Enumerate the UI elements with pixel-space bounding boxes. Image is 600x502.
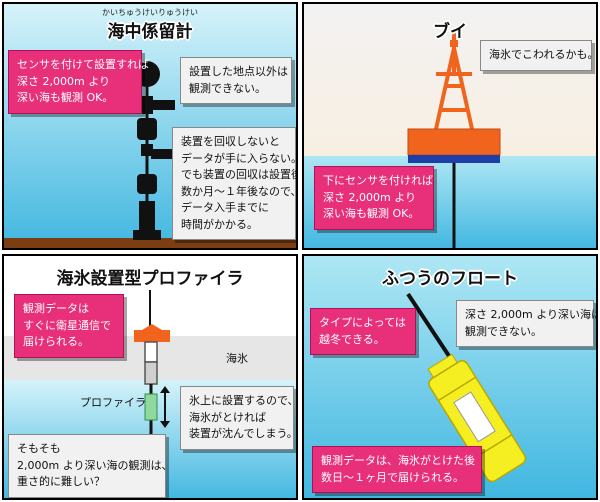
bubble-line: センサを付けて設置すれば xyxy=(17,58,149,71)
panel-float: ふつうのフロート タイプによっては 越冬できる。 深さ 2,000m より深い海… xyxy=(302,254,598,500)
bubble-line: 越冬できる。 xyxy=(319,332,385,346)
ice-housing xyxy=(144,361,158,385)
bubble-line: 観測データは、海氷がとけた後 xyxy=(321,454,475,467)
bubble-line: 重さ的に難しい？ xyxy=(17,475,105,488)
speech-bubble: 氷上に設置するので、 海氷がとければ 装置が沈んでしまう。 xyxy=(180,386,298,450)
bubble-line: でも装置の回収は設置後 xyxy=(181,168,298,181)
speech-bubble: 設置した地点以外は 観測できない。 xyxy=(180,57,292,104)
bubble-line: 数か月～１年後なので、 xyxy=(181,184,298,198)
bubble-line: データが手に入らない。 xyxy=(181,151,298,165)
bubble-line: 深さ 2,000m より深い海は xyxy=(465,308,598,321)
instrument-2 xyxy=(137,118,157,140)
panel-title: 海氷設置型プロファイラ xyxy=(56,269,244,289)
bubble-line: 届けられる。 xyxy=(23,335,89,348)
panel-mooring: かいちゅうけいりゅうけい 海中係留計 センサを付けて設置すれば 深さ 2,000… xyxy=(2,2,298,250)
speech-bubble: 装置を回収しないと データが手に入らない。 でも装置の回収は設置後 数か月～１年… xyxy=(172,127,296,240)
bubble-line: 観測データは xyxy=(23,302,89,315)
buoy-hull xyxy=(407,128,501,156)
mooring-illustration xyxy=(4,4,296,248)
bubble-line: 時間がかかる。 xyxy=(181,217,258,231)
bubble-line: 観測できない。 xyxy=(189,81,266,95)
panel-title: 海中係留計 xyxy=(107,22,193,42)
buoy-illustration xyxy=(304,4,596,248)
bubble-line: タイプによっては xyxy=(319,316,406,329)
antenna xyxy=(406,292,451,358)
bubble-line: すぐに衛星通信で xyxy=(23,318,111,332)
seabed xyxy=(4,238,296,248)
panel-buoy: ブイ 海氷でこわれるかも。 下にセンサを付ければ 深さ 2,000m より 深い… xyxy=(302,2,598,250)
bubble-line: そもそも xyxy=(17,442,61,455)
bubble-line: 装置を回収しないと xyxy=(181,135,280,148)
bubble-line: 深い海も観測 OK。 xyxy=(323,207,420,220)
profiler-label: プロファイラ xyxy=(80,396,146,409)
speech-bubble: 深さ 2,000m より深い海は 観測できない。 xyxy=(456,300,598,347)
sea-ice-label: 海氷 xyxy=(226,352,248,365)
bubble-line: 氷上に設置するので、 xyxy=(189,394,298,407)
surface-unit xyxy=(134,330,170,342)
bubble-line: 下にセンサを付ければ xyxy=(323,174,433,187)
speech-bubble: 観測データは すぐに衛星通信で 届けられる。 xyxy=(14,294,124,358)
profiler-unit xyxy=(144,393,158,421)
title-ruby: かいちゅうけいりゅうけい xyxy=(102,8,198,17)
bubble-line: 数日～１ヶ月で届けられる。 xyxy=(321,470,464,484)
speech-bubble: 下にセンサを付ければ 深さ 2,000m より 深い海も観測 OK。 xyxy=(314,166,434,230)
speech-bubble: 観測データは、海氷がとけた後 数日～１ヶ月で届けられる。 xyxy=(312,446,482,493)
float-window xyxy=(453,391,496,443)
speech-bubble: センサを付けて設置すれば 深さ 2,000m より 深い海も観測 OK。 xyxy=(8,50,149,114)
bubble-line: 深さ 2,000m より xyxy=(323,190,416,204)
anchor-weight xyxy=(139,201,155,231)
panel-ice-profiler: 海氷設置型プロファイラ 観測データは すぐに衛星通信で 届けられる。 海氷 プロ… xyxy=(2,254,298,500)
panel-title: ブイ xyxy=(433,22,467,42)
speech-bubble: タイプによっては 越冬できる。 xyxy=(310,308,416,355)
bubble-line: 設置した地点以外は xyxy=(189,65,288,78)
bubble-line: 海氷でこわれるかも。 xyxy=(489,48,598,61)
bubble-line: 観測できない。 xyxy=(465,324,542,338)
bubble-line: 装置が沈んでしまう。 xyxy=(189,427,298,440)
float-body xyxy=(427,353,527,483)
speech-bubble: 海氷でこわれるかも。 xyxy=(480,40,598,71)
anchor xyxy=(133,230,161,240)
speech-bubble: そもそも 2,000m より深い海の観測は、 重さ的に難しい？ xyxy=(8,434,173,498)
instrument-1 xyxy=(141,96,153,114)
instrument-3 xyxy=(151,149,175,159)
bubble-line: 深さ 2,000m より xyxy=(17,74,110,88)
bubble-line: 深い海も観測 OK。 xyxy=(17,91,114,104)
instrument-4 xyxy=(137,174,157,194)
panel-title: ふつうのフロート xyxy=(382,269,518,289)
bubble-line: 2,000m より深い海の観測は、 xyxy=(17,458,173,472)
bubble-line: 海氷がとければ xyxy=(189,410,266,424)
bubble-line: データ入手までに xyxy=(181,201,269,214)
